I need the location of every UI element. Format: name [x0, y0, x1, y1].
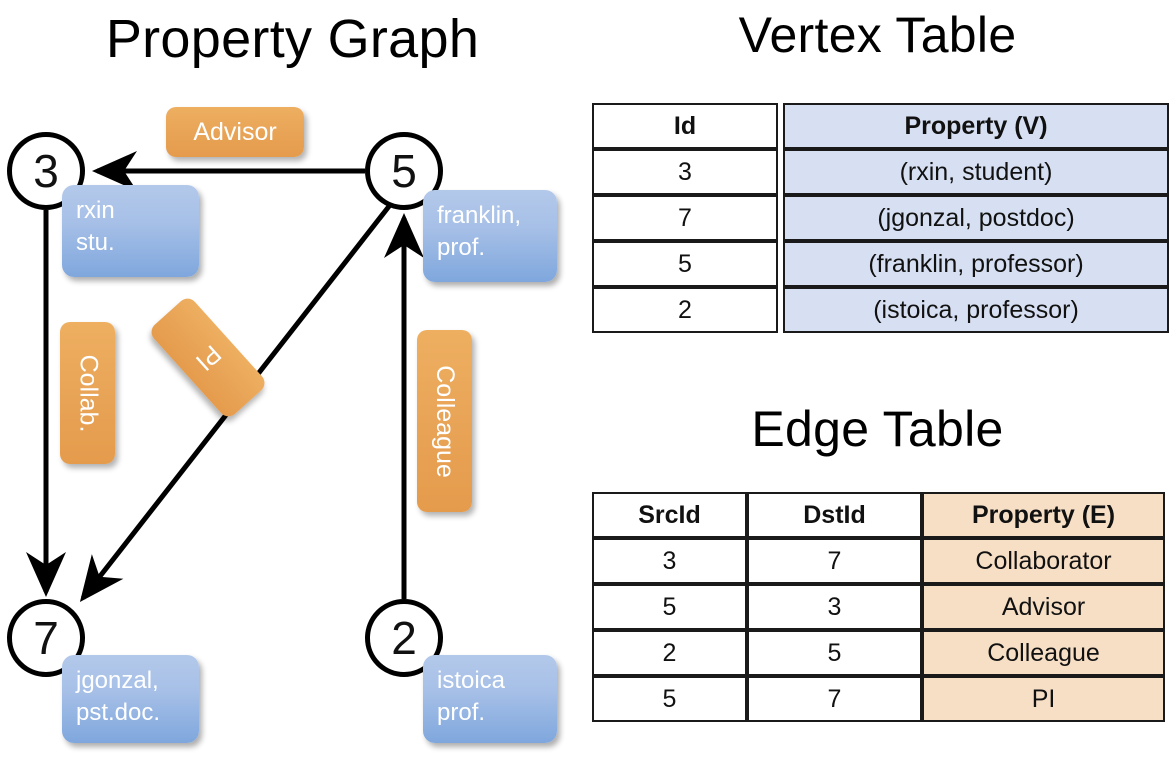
edge-property-cell: Colleague: [922, 630, 1165, 676]
page-title-vertex-table: Vertex Table: [738, 7, 1017, 63]
edge-table: SrcId DstId Property (E) 3 7 Collaborato…: [592, 492, 1165, 722]
vertex-property-cell: (rxin, student): [783, 149, 1169, 195]
edge-srcid-cell: 3: [592, 538, 747, 584]
edge-dstid-cell: 5: [747, 630, 922, 676]
table-row: 3 7 Collaborator: [592, 538, 1165, 584]
table-header-row: Id Property (V): [592, 103, 1169, 149]
vertex-property-box-5: franklin, prof.: [423, 190, 557, 282]
vertex-table: Id Property (V) 3 (rxin, student) 7 (jgo…: [592, 103, 1169, 333]
vertex-property-box-7: jgonzal, pst.doc.: [62, 655, 199, 743]
vertex-property-cell: (jgonzal, postdoc): [783, 195, 1169, 241]
vertex-property-line: istoica: [437, 667, 506, 694]
edge-srcid-cell: 5: [592, 676, 747, 722]
edge-property-cell: PI: [922, 676, 1165, 722]
vertex-id-cell: 5: [592, 241, 778, 287]
vertex-id-cell: 7: [592, 195, 778, 241]
edge-label-text: Colleague: [431, 364, 459, 478]
graph-node-2[interactable]: 2: [365, 599, 443, 677]
edge-label-text: Collab.: [74, 354, 103, 432]
edge-srcid-cell: 5: [592, 584, 747, 630]
table-row: 2 5 Colleague: [592, 630, 1165, 676]
vertex-table-header-id: Id: [592, 103, 778, 149]
table-row: 5 7 PI: [592, 676, 1165, 722]
column-gap: [778, 241, 783, 287]
column-gap: [778, 195, 783, 241]
vertex-id-cell: 3: [592, 149, 778, 195]
page-title-edge-table: Edge Table: [751, 401, 1004, 457]
edge-property-cell: Collaborator: [922, 538, 1165, 584]
table-row: 5 (franklin, professor): [592, 241, 1169, 287]
column-gap: [778, 287, 783, 333]
table-row: 3 (rxin, student): [592, 149, 1169, 195]
vertex-property-line: rxin: [76, 197, 115, 224]
graph-node-5[interactable]: 5: [365, 132, 443, 210]
edge-srcid-cell: 2: [592, 630, 747, 676]
edge-label-text: PI: [190, 339, 227, 377]
edge-label-text: Advisor: [193, 117, 277, 146]
page-title-property-graph: Property Graph: [105, 9, 480, 69]
edge-label-colleague: Colleague: [417, 330, 472, 512]
vertex-property-line: stu.: [76, 228, 115, 256]
vertex-property-line: prof.: [437, 698, 486, 726]
edge-table-header-dstid: DstId: [747, 492, 922, 538]
table-header-row: SrcId DstId Property (E): [592, 492, 1165, 538]
edge-dstid-cell: 7: [747, 676, 922, 722]
column-gap: [778, 103, 783, 149]
vertex-property-cell: (istoica, professor): [783, 287, 1169, 333]
vertex-property-box-2: istoica prof.: [423, 655, 557, 743]
vertex-property-cell: (franklin, professor): [783, 241, 1169, 287]
vertex-property-line: prof.: [437, 233, 486, 261]
edge-label-advisor: Advisor: [166, 107, 304, 157]
edge-dstid-cell: 3: [747, 584, 922, 630]
vertex-property-line: jgonzal,: [76, 667, 159, 694]
table-row: 7 (jgonzal, postdoc): [592, 195, 1169, 241]
column-gap: [778, 149, 783, 195]
vertex-property-line: franklin,: [437, 202, 522, 229]
edge-label-collab: Collab.: [60, 322, 115, 464]
vertex-id-cell: 2: [592, 287, 778, 333]
edge-dstid-cell: 7: [747, 538, 922, 584]
vertex-property-box-3: rxin stu.: [62, 185, 199, 277]
edge-table-header-property: Property (E): [922, 492, 1165, 538]
edge-table-header-srcid: SrcId: [592, 492, 747, 538]
vertex-property-line: pst.doc.: [76, 698, 161, 726]
vertex-table-header-property: Property (V): [783, 103, 1169, 149]
table-row: 2 (istoica, professor): [592, 287, 1169, 333]
edge-property-cell: Advisor: [922, 584, 1165, 630]
table-row: 5 3 Advisor: [592, 584, 1165, 630]
